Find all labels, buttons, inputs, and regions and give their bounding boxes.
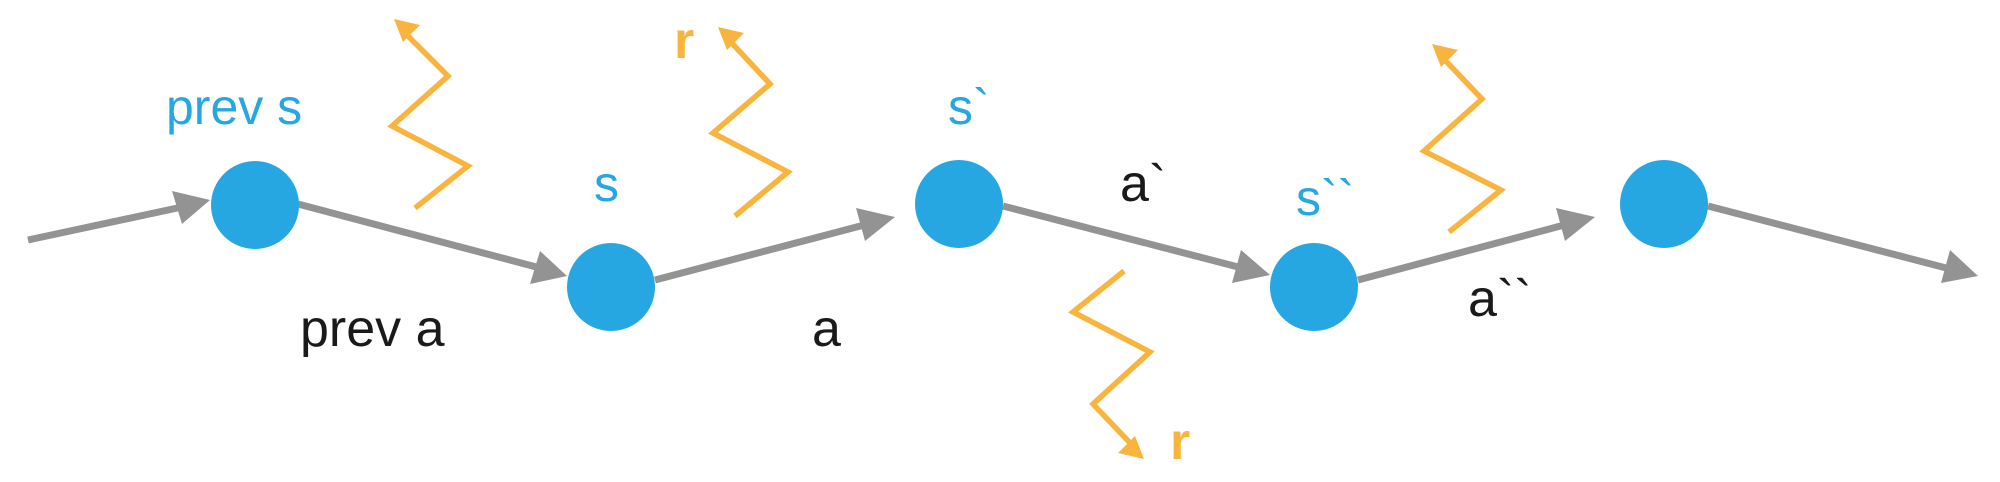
- state-label-s-double: s``: [1296, 170, 1354, 226]
- arrow-icon: [1232, 250, 1270, 283]
- zigzag-arrow-icon: [1419, 55, 1507, 235]
- state-label-s-prime: s`: [948, 79, 990, 135]
- reward-arrows: [387, 19, 1507, 459]
- state-nodes: [211, 160, 1708, 331]
- edge-start: [27, 203, 183, 244]
- arrow-icon: [1556, 208, 1595, 241]
- arrow-icon: [172, 191, 210, 224]
- zigzag-arrow-icon-head: [1118, 436, 1144, 459]
- arrow-icon: [856, 208, 895, 241]
- edge-s-to-s-prime: [654, 220, 869, 284]
- action-label-a: a: [812, 300, 841, 358]
- zigzag-arrow-icon-head: [1432, 44, 1458, 67]
- reward-labels: r r: [674, 12, 1190, 471]
- action-labels: prev a a a` a``: [300, 155, 1532, 358]
- zigzag-arrow-icon-head: [394, 19, 420, 42]
- edge-s-prime-to-s-double: [1002, 202, 1243, 272]
- state-node-s-prime: [915, 160, 1003, 248]
- zigzag-arrow-icon: [387, 31, 474, 211]
- state-labels: prev s s s` s``: [166, 79, 1354, 226]
- action-label-prev-a: prev a: [300, 300, 445, 358]
- state-label-prev-s: prev s: [166, 79, 302, 135]
- arrow-icon: [530, 251, 567, 284]
- action-label-a-prime: a`: [1120, 155, 1166, 213]
- state-node-next: [1620, 160, 1708, 248]
- arrow-icon: [1941, 250, 1978, 283]
- state-node-prev-s: [211, 161, 299, 249]
- edge-prev-s-to-s: [297, 200, 541, 272]
- state-node-s-double: [1270, 243, 1358, 331]
- trajectory-edges: [27, 191, 1978, 284]
- action-label-a-double: a``: [1468, 270, 1532, 328]
- state-label-s: s: [594, 156, 619, 212]
- zigzag-arrow-icon-head: [718, 27, 744, 50]
- edge-s-double-to-next: [1357, 220, 1569, 284]
- reward-label-upper: r: [674, 12, 694, 70]
- edge-end: [1707, 202, 1951, 273]
- zigzag-arrow-icon: [1067, 268, 1155, 448]
- zigzag-arrow-icon: [708, 38, 793, 219]
- reward-label-lower: r: [1170, 413, 1190, 471]
- state-node-s: [567, 243, 655, 331]
